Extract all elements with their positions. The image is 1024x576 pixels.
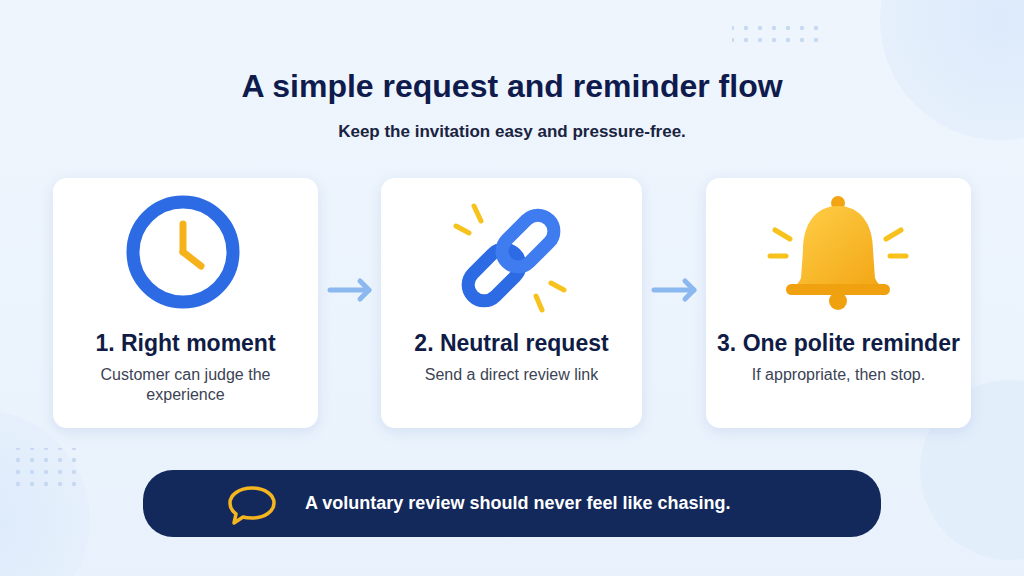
diagram-title: A simple request and reminder flow: [0, 68, 1024, 105]
step-description: If appropriate, then stop.: [721, 365, 956, 385]
step-heading: 2. Neutral request: [381, 330, 642, 357]
flow-arrow: [654, 281, 694, 299]
flow-arrow: [330, 281, 369, 299]
step-description: Customer can judge the experience: [98, 365, 273, 405]
step-card: 2. Neutral requestSend a direct review l…: [381, 178, 642, 428]
step-heading: 3. One polite reminder: [706, 330, 971, 357]
message-band: A voluntary review should never feel lik…: [143, 470, 881, 537]
step-card: 3. One polite reminder If appropriate, th…: [706, 178, 971, 428]
step-heading: 1. Right moment: [53, 330, 318, 357]
band-text: A voluntary review should never feel lik…: [305, 493, 730, 514]
dot-grid: [732, 18, 822, 44]
subtitle-label: Keep the invitation easy and pressure-fr…: [0, 122, 1024, 142]
step-card: 1. Right momentCustomer can judge the ex…: [53, 178, 318, 428]
corner-blob: [880, 0, 1024, 140]
corner-blob: [0, 410, 90, 576]
step-description: Send a direct review link: [394, 365, 629, 385]
dot-grid: [14, 448, 78, 490]
